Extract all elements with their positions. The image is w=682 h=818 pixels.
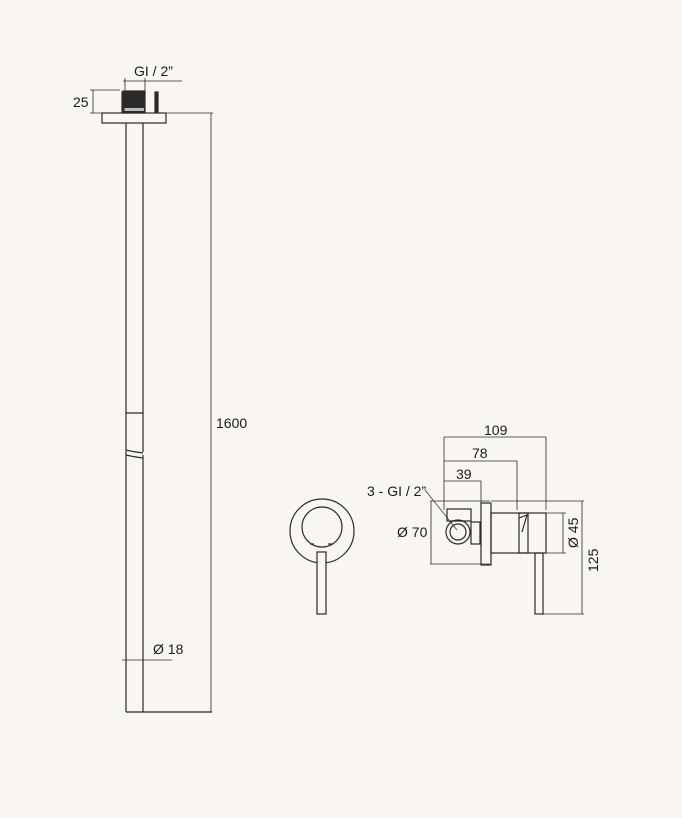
mixer-handle-front xyxy=(316,551,327,615)
arm-diameter-label: Ø 18 xyxy=(153,641,184,657)
plate-diameter-label: Ø 70 xyxy=(397,524,428,540)
ceiling-flange xyxy=(101,112,167,124)
inlets-label: 3 - GI / 2” xyxy=(367,483,427,499)
mixer-handle-side xyxy=(534,552,544,615)
depth-mid-label: 78 xyxy=(472,445,488,461)
depth-total-label: 109 xyxy=(484,422,508,438)
height-label: 125 xyxy=(585,548,601,572)
mixer-plate-side xyxy=(480,502,492,566)
flange-height-label: 25 xyxy=(73,94,89,110)
body-diameter-label: Ø 45 xyxy=(565,517,581,548)
depth-body-label: 39 xyxy=(456,466,472,482)
arm-length-label: 1600 xyxy=(216,415,248,431)
thread-label: GI / 2” xyxy=(134,63,173,79)
